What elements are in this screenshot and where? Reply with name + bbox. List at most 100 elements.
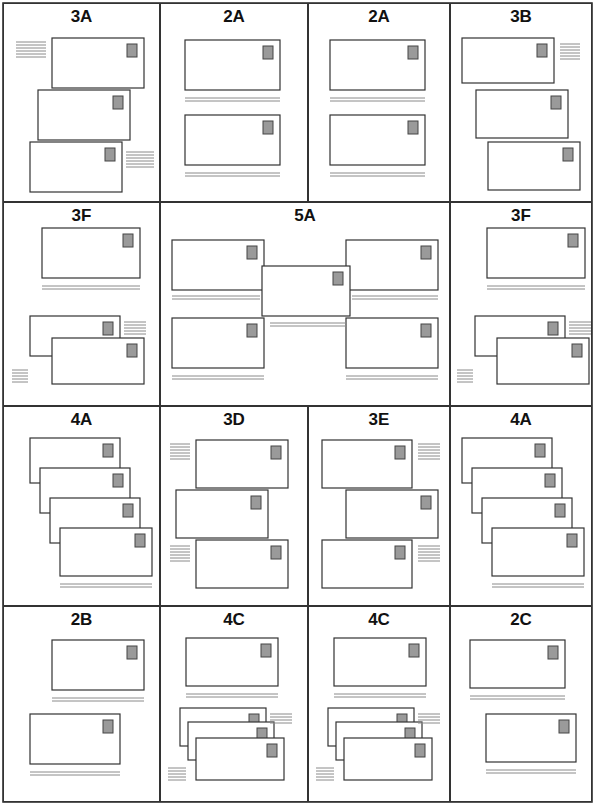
layout-cell: 2C [450, 606, 592, 802]
address-lines [492, 584, 584, 585]
address-lines [124, 322, 146, 323]
stamp [271, 446, 281, 459]
address-lines [418, 552, 440, 553]
address-lines [12, 376, 28, 377]
address-lines [560, 53, 580, 54]
layout-cell: 3A [3, 3, 160, 202]
layout-code: 3F [451, 207, 591, 226]
envelope [196, 738, 284, 780]
address-lines [170, 459, 190, 460]
address-lines [486, 770, 576, 771]
stamp [127, 44, 137, 57]
address-lines [418, 444, 440, 445]
address-lines [168, 780, 186, 781]
stamp [105, 148, 115, 161]
address-lines [316, 777, 334, 778]
stamp [123, 504, 133, 517]
address-lines [487, 286, 585, 287]
address-lines [16, 48, 46, 49]
address-lines [457, 382, 473, 383]
address-lines [170, 546, 190, 547]
address-lines [126, 155, 154, 156]
envelope [196, 440, 288, 488]
stamp [555, 504, 565, 517]
address-lines [12, 382, 28, 383]
address-lines [418, 561, 440, 562]
address-lines [560, 50, 580, 51]
address-lines [569, 328, 591, 329]
address-lines [457, 379, 473, 380]
envelope [185, 40, 280, 90]
layout-code: 2A [309, 8, 449, 27]
stamp [113, 474, 123, 487]
envelope [334, 638, 426, 686]
stamp [421, 496, 431, 509]
stamp [251, 496, 261, 509]
address-lines [418, 546, 440, 547]
envelope [462, 38, 554, 83]
envelope [488, 142, 580, 190]
address-lines [12, 373, 28, 374]
address-lines [418, 459, 440, 460]
stamp [559, 720, 569, 733]
address-lines [418, 453, 440, 454]
address-lines [170, 444, 190, 445]
address-lines [270, 714, 292, 715]
address-lines [418, 558, 440, 559]
layout-code: 4A [4, 411, 159, 430]
address-lines [560, 47, 580, 48]
stamp [568, 234, 578, 247]
layout-code: 3F [4, 207, 159, 226]
address-lines [346, 379, 438, 380]
address-lines [16, 42, 46, 43]
address-lines [270, 323, 346, 324]
address-lines [170, 558, 190, 559]
address-lines [170, 561, 190, 562]
address-lines [352, 296, 438, 297]
address-lines [185, 101, 280, 102]
stamp [333, 272, 343, 285]
envelope [30, 714, 120, 764]
envelope [30, 142, 122, 192]
stamp [271, 546, 281, 559]
stamp [548, 646, 558, 659]
envelope [172, 318, 264, 368]
stamp [103, 720, 113, 733]
address-lines [330, 173, 425, 174]
layout-cell: 2B [3, 606, 160, 802]
stamp [123, 234, 133, 247]
address-lines [418, 450, 440, 451]
stamp [572, 344, 582, 357]
envelope [176, 490, 268, 538]
stamp [103, 322, 113, 335]
layout-code: 2B [4, 611, 159, 630]
stamp [127, 646, 137, 659]
address-lines [170, 555, 190, 556]
layout-cell: 3B [450, 3, 592, 202]
address-lines [470, 699, 565, 700]
address-lines [418, 720, 440, 721]
address-lines [52, 701, 144, 702]
layout-code: 4A [451, 411, 591, 430]
address-lines [270, 717, 292, 718]
address-lines [418, 555, 440, 556]
layout-cell: 4C [308, 606, 450, 802]
stamp [551, 96, 561, 109]
layout-cell: 3E [308, 406, 450, 606]
address-lines [185, 173, 280, 174]
address-lines [170, 450, 190, 451]
stamp [113, 96, 123, 109]
layout-cell: 4A [450, 406, 592, 606]
envelope [52, 38, 144, 88]
stamp [408, 46, 418, 59]
address-lines [126, 167, 154, 168]
address-lines [560, 44, 580, 45]
address-lines [316, 774, 334, 775]
stamp [567, 534, 577, 547]
envelope [330, 115, 425, 165]
envelope [262, 266, 350, 316]
address-lines [418, 549, 440, 550]
address-lines [486, 773, 576, 774]
address-lines [270, 723, 292, 724]
stamp [267, 744, 277, 757]
